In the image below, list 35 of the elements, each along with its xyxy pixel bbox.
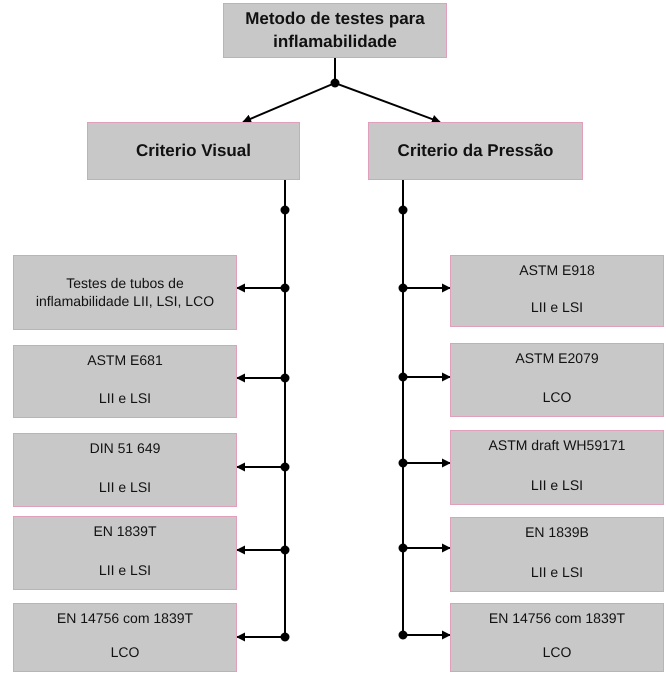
box-title: EN 1839T (93, 523, 157, 540)
box-title: EN 14756 com 1839T (488, 610, 626, 628)
box-subtitle: LCO (542, 644, 572, 661)
box-subtitle: LII e LSI (530, 298, 584, 316)
box-title: ASTM E2079 (515, 350, 599, 368)
box-subtitle: LII e LSI (530, 564, 584, 581)
test-method-box (450, 430, 664, 505)
category-box (223, 3, 447, 58)
test-method-box (450, 343, 664, 417)
box-title: Metodo de testes para inflamabilidade (244, 8, 426, 52)
box-subtitle: LII e LSI (98, 390, 152, 407)
box-subtitle: LCO (542, 388, 572, 406)
test-method-box (13, 433, 237, 507)
test-method-box (13, 603, 237, 672)
box-subtitle: LII e LSI (98, 562, 152, 579)
box-title: Testes de tubos de inflamabilidade LII, LSI, LCO (34, 275, 216, 310)
box-title: EN 1839B (525, 524, 589, 542)
box-title: ASTM draft WH59171 (488, 437, 626, 454)
box-title: ASTM E681 (87, 352, 163, 370)
box-title: Criterio Visual (136, 140, 251, 162)
box-title: EN 14756 com 1839T (56, 610, 194, 628)
box-title: DIN 51 649 (90, 440, 160, 458)
box-title: ASTM E918 (519, 262, 595, 280)
test-method-box (450, 517, 664, 592)
category-box (368, 122, 583, 180)
category-box (87, 122, 300, 180)
test-method-box (450, 603, 664, 672)
test-method-box (13, 345, 237, 418)
box-subtitle: LII e LSI (530, 476, 584, 494)
test-method-box (450, 255, 664, 327)
box-title: Criterio da Pressão (398, 140, 554, 162)
box-subtitle: LCO (110, 644, 140, 661)
test-method-box (13, 255, 237, 330)
box-subtitle: LII e LSI (98, 478, 152, 496)
test-method-box (13, 516, 237, 590)
